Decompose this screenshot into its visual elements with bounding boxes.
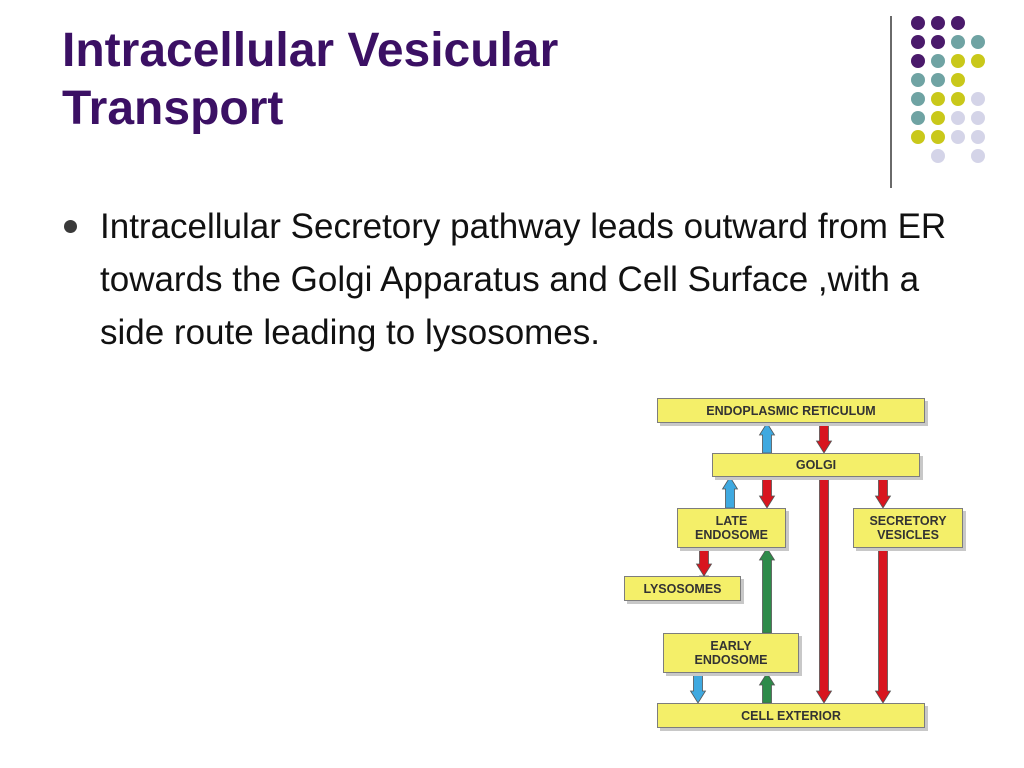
diagram-arrows <box>689 422 892 704</box>
bullet-text: Intracellular Secretory pathway leads ou… <box>100 207 947 352</box>
decorative-dot <box>931 92 945 106</box>
decorative-dot <box>931 149 945 163</box>
decorative-dot <box>951 130 965 144</box>
arrow-early-endosome-to-exterior <box>689 672 707 704</box>
decorative-dot <box>911 54 925 68</box>
arrow-golgi-to-secretory <box>874 476 892 509</box>
decorative-dot <box>951 73 965 87</box>
box-label: CELL EXTERIOR <box>741 708 841 723</box>
decorative-dot <box>951 54 965 68</box>
box-cell-exterior: CELL EXTERIOR <box>657 703 925 728</box>
arrow-golgi-to-er <box>758 422 776 454</box>
box-label-line1: SECRETORY <box>869 514 947 528</box>
box-label: ENDOPLASMIC RETICULUM <box>706 403 876 418</box>
decorative-dot <box>931 73 945 87</box>
box-label: GOLGI <box>795 458 837 472</box>
box-early-endosome: EARLY ENDOSOME <box>663 633 799 673</box>
decorative-dot <box>951 111 965 125</box>
decorative-dot <box>971 92 985 106</box>
arrow-secretory-to-cell-exterior <box>874 547 892 704</box>
decorative-dot <box>931 16 945 30</box>
arrow-golgi-to-late-endosome <box>758 476 776 509</box>
box-secretory-vesicles: SECRETORY VESICLES <box>853 508 963 548</box>
decorative-dot <box>951 35 965 49</box>
decorative-divider <box>890 16 892 188</box>
box-golgi: GOLGI <box>712 453 920 477</box>
decorative-dot <box>931 111 945 125</box>
box-label-line2: ENDOSOME <box>695 528 768 542</box>
decorative-dot <box>931 130 945 144</box>
arrow-er-to-golgi <box>815 422 833 454</box>
bullet-list: Intracellular Secretory pathway leads ou… <box>62 200 982 359</box>
title-line-2: Transport <box>62 82 284 135</box>
decorative-dot <box>931 35 945 49</box>
decorative-dot <box>911 111 925 125</box>
decorative-dot <box>971 149 985 163</box>
decorative-dot <box>911 130 925 144</box>
decorative-dot <box>911 73 925 87</box>
vesicular-transport-diagram: ENDOPLASMIC RETICULUM GOLGI LATE ENDOSOM… <box>600 390 963 735</box>
arrow-late-endosome-to-golgi <box>721 476 739 509</box>
decorative-dot-grid <box>0 0 1024 200</box>
decorative-dot <box>971 54 985 68</box>
decorative-dot <box>971 130 985 144</box>
decorative-dot <box>951 92 965 106</box>
decorative-dot <box>911 16 925 30</box>
box-label: LYSOSOMES <box>643 581 722 596</box>
box-label-line1: EARLY <box>710 639 752 653</box>
decorative-dot <box>951 16 965 30</box>
box-endoplasmic-reticulum: ENDOPLASMIC RETICULUM <box>657 398 925 423</box>
decorative-dot <box>911 35 925 49</box>
decorative-dot <box>931 54 945 68</box>
box-label-line2: ENDOSOME <box>694 653 768 667</box>
decorative-dot <box>911 92 925 106</box>
box-label-line2: VESICLES <box>877 528 939 542</box>
box-late-endosome: LATE ENDOSOME <box>677 508 786 548</box>
decorative-dot <box>971 35 985 49</box>
bullet-item: Intracellular Secretory pathway leads ou… <box>62 200 982 359</box>
decorative-dot <box>971 111 985 125</box>
arrow-exterior-to-early-endosome <box>758 672 776 704</box>
bullet-marker <box>64 220 77 233</box>
title-line-1: Intracellular Vesicular <box>62 24 559 77</box>
arrow-late-endosome-to-lysosomes <box>695 547 713 577</box>
slide-title: Intracellular Vesicular Transport <box>62 22 862 138</box>
arrow-golgi-to-cell-exterior <box>815 476 833 704</box>
box-lysosomes: LYSOSOMES <box>624 576 741 601</box>
box-label-line1: LATE <box>715 514 748 528</box>
arrow-early-to-late-endosome <box>758 547 776 634</box>
